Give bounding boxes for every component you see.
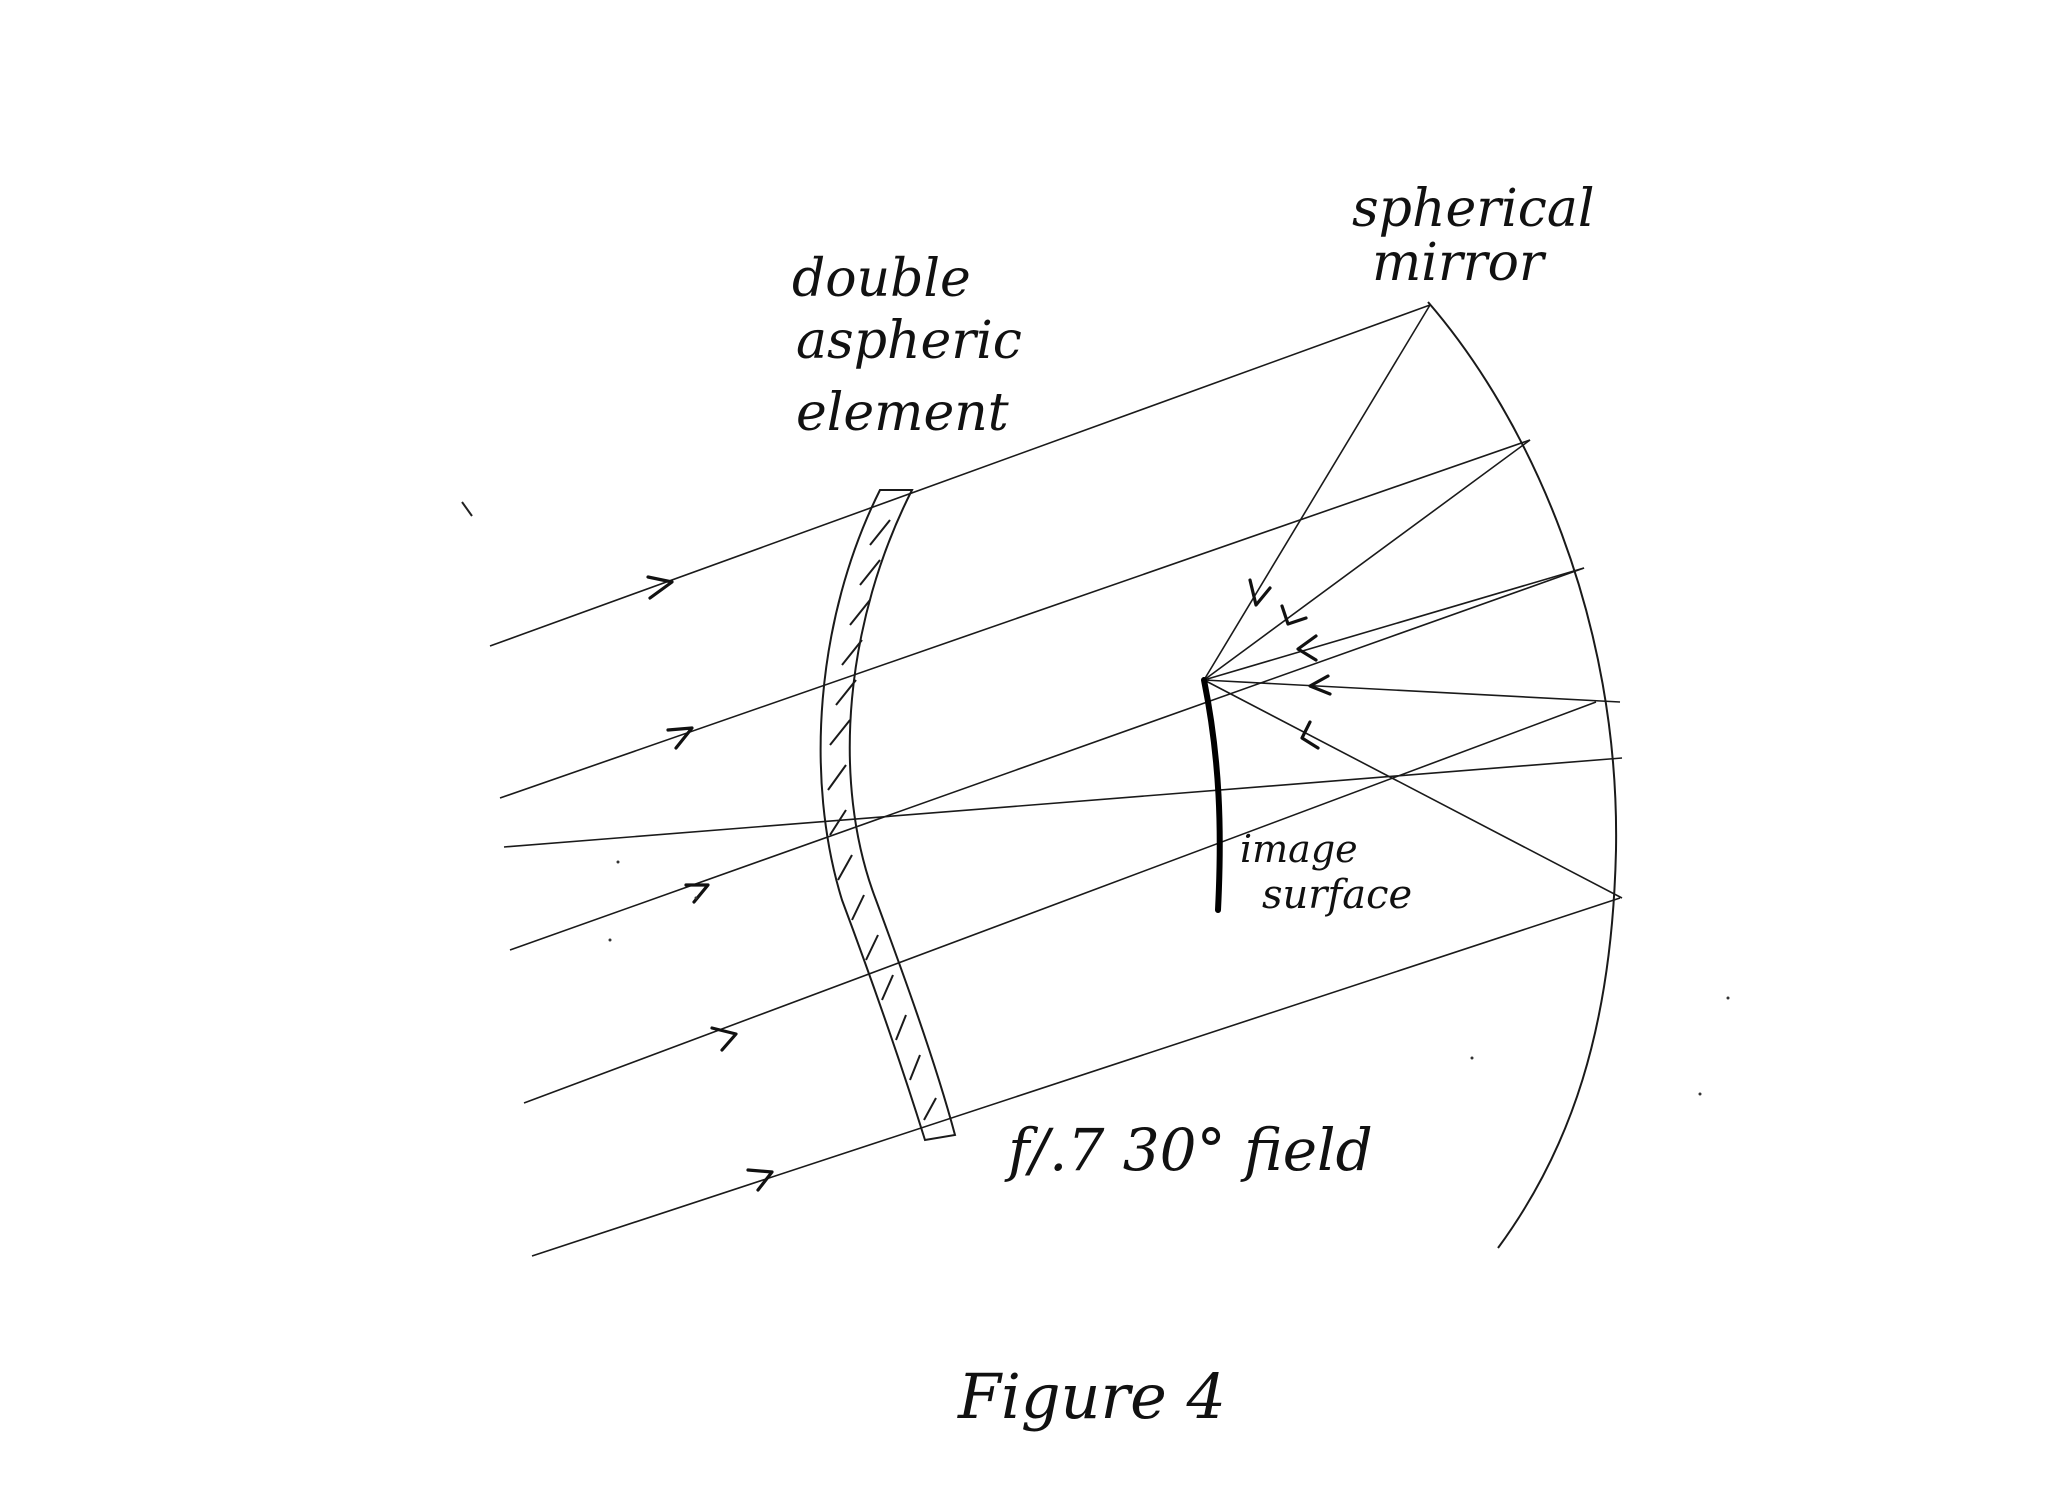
image-label-line-1: image bbox=[1240, 827, 1358, 871]
arrow-head-icon bbox=[666, 726, 694, 750]
spherical-mirror bbox=[1427, 301, 1618, 1249]
reflected-rays bbox=[1203, 304, 1623, 899]
mirror-label-line-1: spherical bbox=[1352, 179, 1594, 239]
arrow-head-icon bbox=[646, 575, 674, 600]
arrow-head-icon bbox=[710, 1026, 738, 1052]
stray-marks bbox=[461, 501, 1730, 1096]
lens-label-line-2: aspheric bbox=[796, 311, 1022, 371]
reflected-arrowheads bbox=[1248, 578, 1332, 750]
arrow-head-icon bbox=[684, 883, 710, 904]
spec-label: f/.7 30° field bbox=[1004, 1116, 1373, 1184]
figure-caption: Figure 4 bbox=[957, 1360, 1226, 1433]
aspheric-lens bbox=[819, 489, 957, 1142]
lens-label-line-1: double bbox=[792, 249, 971, 309]
lens-label-line-3: element bbox=[796, 383, 1009, 443]
mirror-label-line-2: mirror bbox=[1372, 233, 1547, 293]
arrow-head-icon bbox=[1300, 720, 1320, 750]
arrow-head-icon bbox=[1280, 604, 1308, 626]
arrow-head-icon bbox=[1308, 674, 1332, 696]
lens-hatching bbox=[827, 519, 937, 1121]
arrow-head-icon bbox=[1296, 634, 1318, 662]
image-surface bbox=[1201, 677, 1223, 913]
image-label-line-2: surface bbox=[1262, 872, 1412, 918]
incoming-arrowheads bbox=[646, 575, 774, 1192]
arrow-head-icon bbox=[746, 1168, 774, 1192]
incoming-rays bbox=[489, 304, 1623, 1257]
arrow-head-icon bbox=[1248, 578, 1272, 607]
